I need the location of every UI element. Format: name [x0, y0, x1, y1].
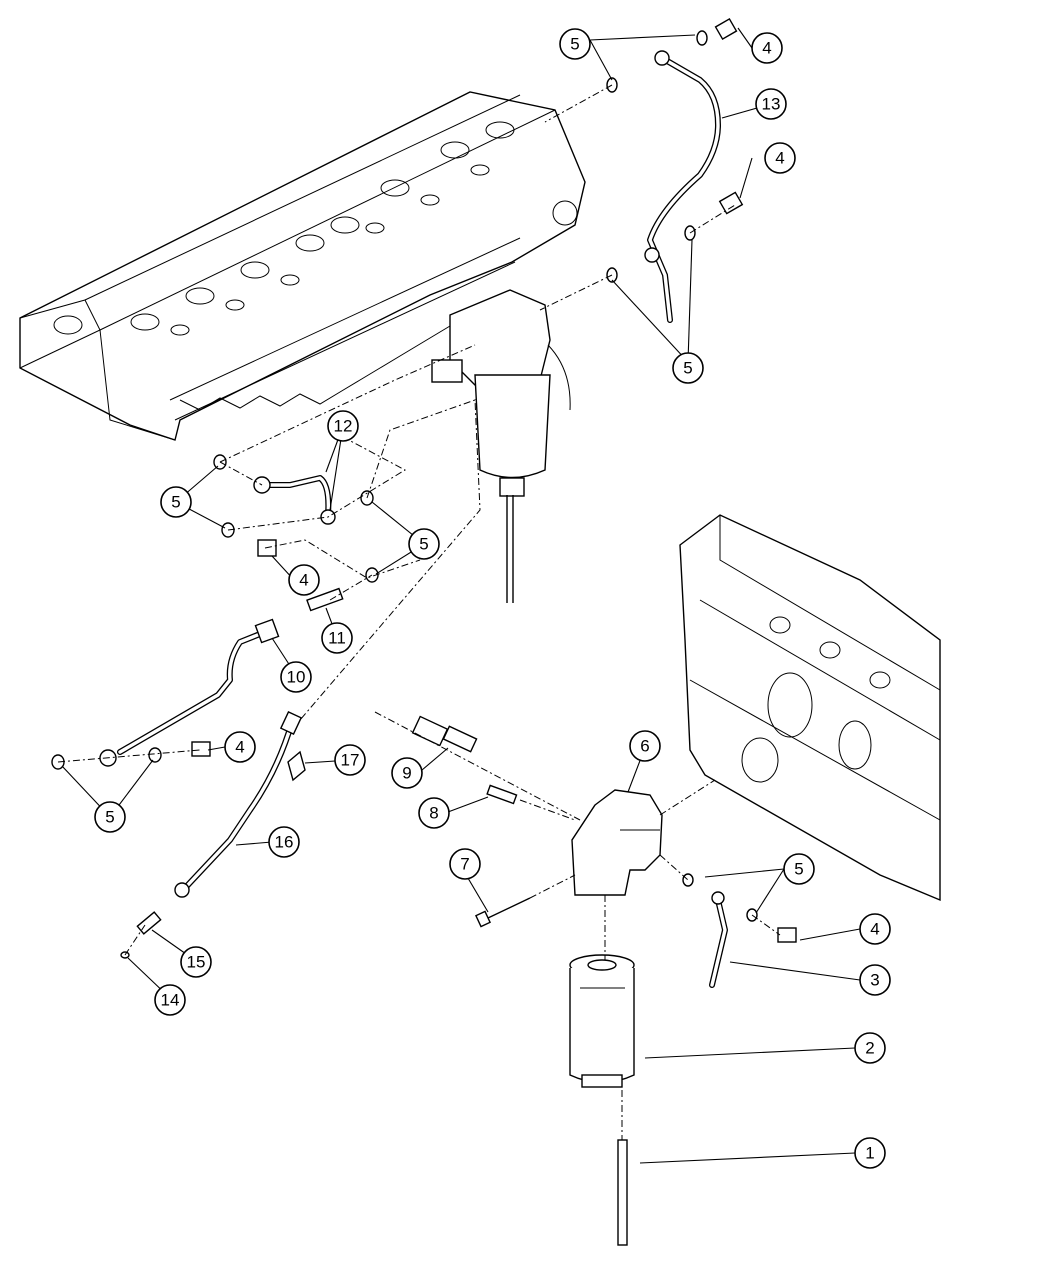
- fitting-11: [306, 587, 344, 612]
- callout-4-e-label: 4: [870, 920, 879, 939]
- callout-3: 3: [859, 964, 891, 996]
- callout-5-b: 5: [672, 352, 704, 384]
- callout-4-d: 4: [224, 731, 256, 763]
- callout-5-c-label: 5: [171, 493, 180, 512]
- callout-17-label: 17: [341, 751, 360, 770]
- upper-fuel-filter-housing: [431, 289, 571, 603]
- callout-15-label: 15: [187, 953, 206, 972]
- callout-10-label: 10: [287, 668, 306, 687]
- callout-13: 13: [755, 88, 787, 120]
- callout-7-label: 7: [460, 855, 469, 874]
- callout-4-c: 4: [288, 564, 320, 596]
- callout-5-d-label: 5: [419, 535, 428, 554]
- callout-8: 8: [418, 797, 450, 829]
- callout-2: 2: [854, 1032, 886, 1064]
- fuel-line-10: [99, 618, 280, 767]
- callout-4-c-label: 4: [299, 571, 308, 590]
- callout-6-label: 6: [640, 737, 649, 756]
- callout-5-c: 5: [160, 486, 192, 518]
- fitting-8: [486, 784, 518, 805]
- callout-8-label: 8: [429, 804, 438, 823]
- callout-10: 10: [280, 661, 312, 693]
- callout-9-label: 9: [402, 764, 411, 783]
- engine-block: [679, 514, 941, 902]
- cylinder-head: [19, 91, 586, 441]
- callout-14-label: 14: [161, 991, 180, 1010]
- callout-13-label: 13: [762, 95, 781, 114]
- callout-12: 12: [327, 410, 359, 442]
- banjo-bolts-4: [191, 17, 797, 943]
- assembly-centerlines: [57, 84, 781, 1140]
- callout-4-b: 4: [764, 142, 796, 174]
- callout-12-label: 12: [334, 417, 353, 436]
- callout-4-b-label: 4: [775, 149, 784, 168]
- fuel-line-13: [644, 50, 721, 323]
- callout-5-b-label: 5: [683, 359, 692, 378]
- callout-14: 14: [154, 984, 186, 1016]
- callout-11: 11: [321, 622, 353, 654]
- callout-5-e-label: 5: [105, 808, 114, 827]
- callout-5-a: 5: [559, 28, 591, 60]
- fuel-filter-housing-6: [571, 789, 663, 896]
- callout-4-a-label: 4: [762, 39, 771, 58]
- fuel-filter-element-2: [569, 954, 635, 1088]
- callout-2-label: 2: [865, 1039, 874, 1058]
- callout-5-f-label: 5: [794, 860, 803, 879]
- callout-11-label: 11: [328, 629, 346, 648]
- callout-4-a: 4: [751, 32, 783, 64]
- valve-pockets: [53, 121, 578, 336]
- callout-15: 15: [180, 946, 212, 978]
- callout-1-label: 1: [865, 1144, 874, 1163]
- callout-3-label: 3: [870, 971, 879, 990]
- callout-4-d-label: 4: [235, 738, 244, 757]
- callout-6: 6: [629, 730, 661, 762]
- callout-17: 17: [334, 744, 366, 776]
- callout-5-e: 5: [94, 801, 126, 833]
- fuel-line-12: [253, 475, 336, 525]
- callout-5-a-label: 5: [570, 35, 579, 54]
- callout-4-e: 4: [859, 913, 891, 945]
- callout-5-d: 5: [408, 528, 440, 560]
- callout-1: 1: [854, 1137, 886, 1169]
- water-in-fuel-sensor-9: [411, 715, 478, 753]
- clip-17: [287, 750, 306, 782]
- callout-7: 7: [449, 848, 481, 880]
- callout-9: 9: [391, 757, 423, 789]
- standpipe-1: [617, 1139, 628, 1246]
- bolt-7: [475, 897, 531, 928]
- fuel-line-16: [174, 710, 303, 898]
- drain-tube-3: [709, 891, 728, 988]
- callout-16: 16: [268, 826, 300, 858]
- fitting-15: [136, 911, 162, 935]
- callout-16-label: 16: [275, 833, 294, 852]
- callout-5-f: 5: [783, 853, 815, 885]
